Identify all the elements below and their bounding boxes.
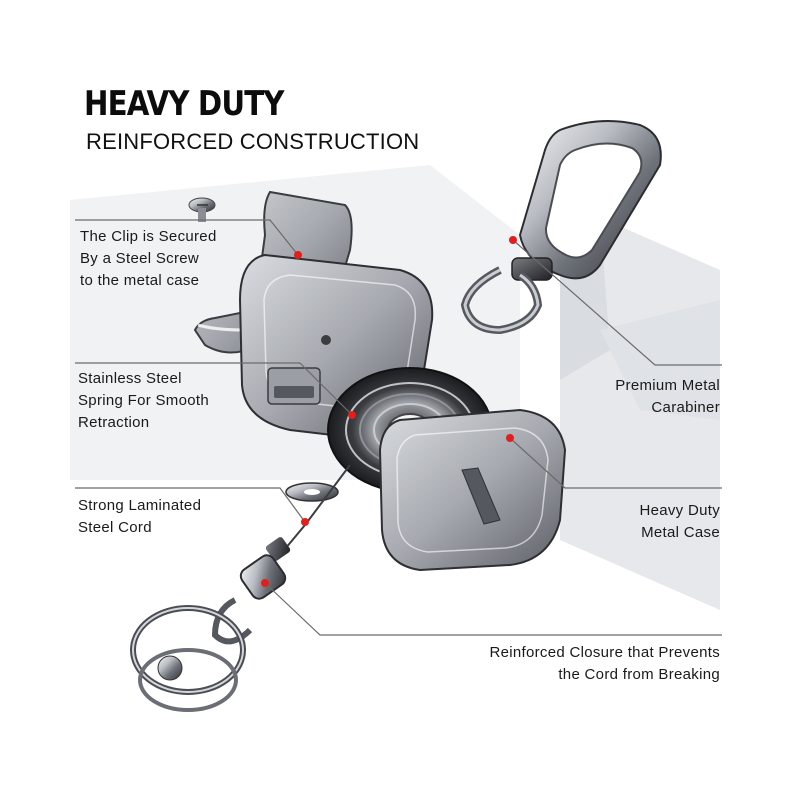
- key-ring: [130, 605, 246, 712]
- steel-screw: [188, 197, 216, 222]
- bottom-metal-case: [378, 408, 567, 572]
- marker-spring: [348, 411, 356, 419]
- marker-clip: [294, 251, 302, 259]
- leader-spring: [75, 362, 353, 416]
- leader-lines: [75, 219, 722, 636]
- callout-spring: Stainless Steel Spring For Smooth Retrac…: [78, 370, 209, 431]
- marker-closure: [261, 579, 269, 587]
- callout-case: Heavy Duty Metal Case: [639, 502, 720, 541]
- leader-closure: [264, 582, 722, 636]
- page-title: HEAVY DUTY: [84, 84, 284, 124]
- callout-cord: Strong Laminated Steel Cord: [78, 497, 202, 536]
- marker-cord: [301, 518, 309, 526]
- callout-closure: Reinforced Closure that Prevents the Cor…: [489, 644, 720, 683]
- callout-markers: [261, 236, 517, 587]
- leader-cord: [75, 487, 306, 523]
- leader-case: [509, 437, 722, 489]
- leader-clip: [75, 219, 299, 256]
- leader-carabiner: [512, 239, 722, 366]
- carabiner: [460, 120, 662, 335]
- page-subtitle: REINFORCED CONSTRUCTION: [86, 129, 420, 154]
- reinforced-closure: [211, 537, 291, 645]
- marker-carabiner: [509, 236, 517, 244]
- callout-clip: The Clip is Secured By a Steel Screw to …: [80, 228, 217, 289]
- callout-carabiner: Premium Metal Carabiner: [615, 377, 720, 416]
- marker-case: [506, 434, 514, 442]
